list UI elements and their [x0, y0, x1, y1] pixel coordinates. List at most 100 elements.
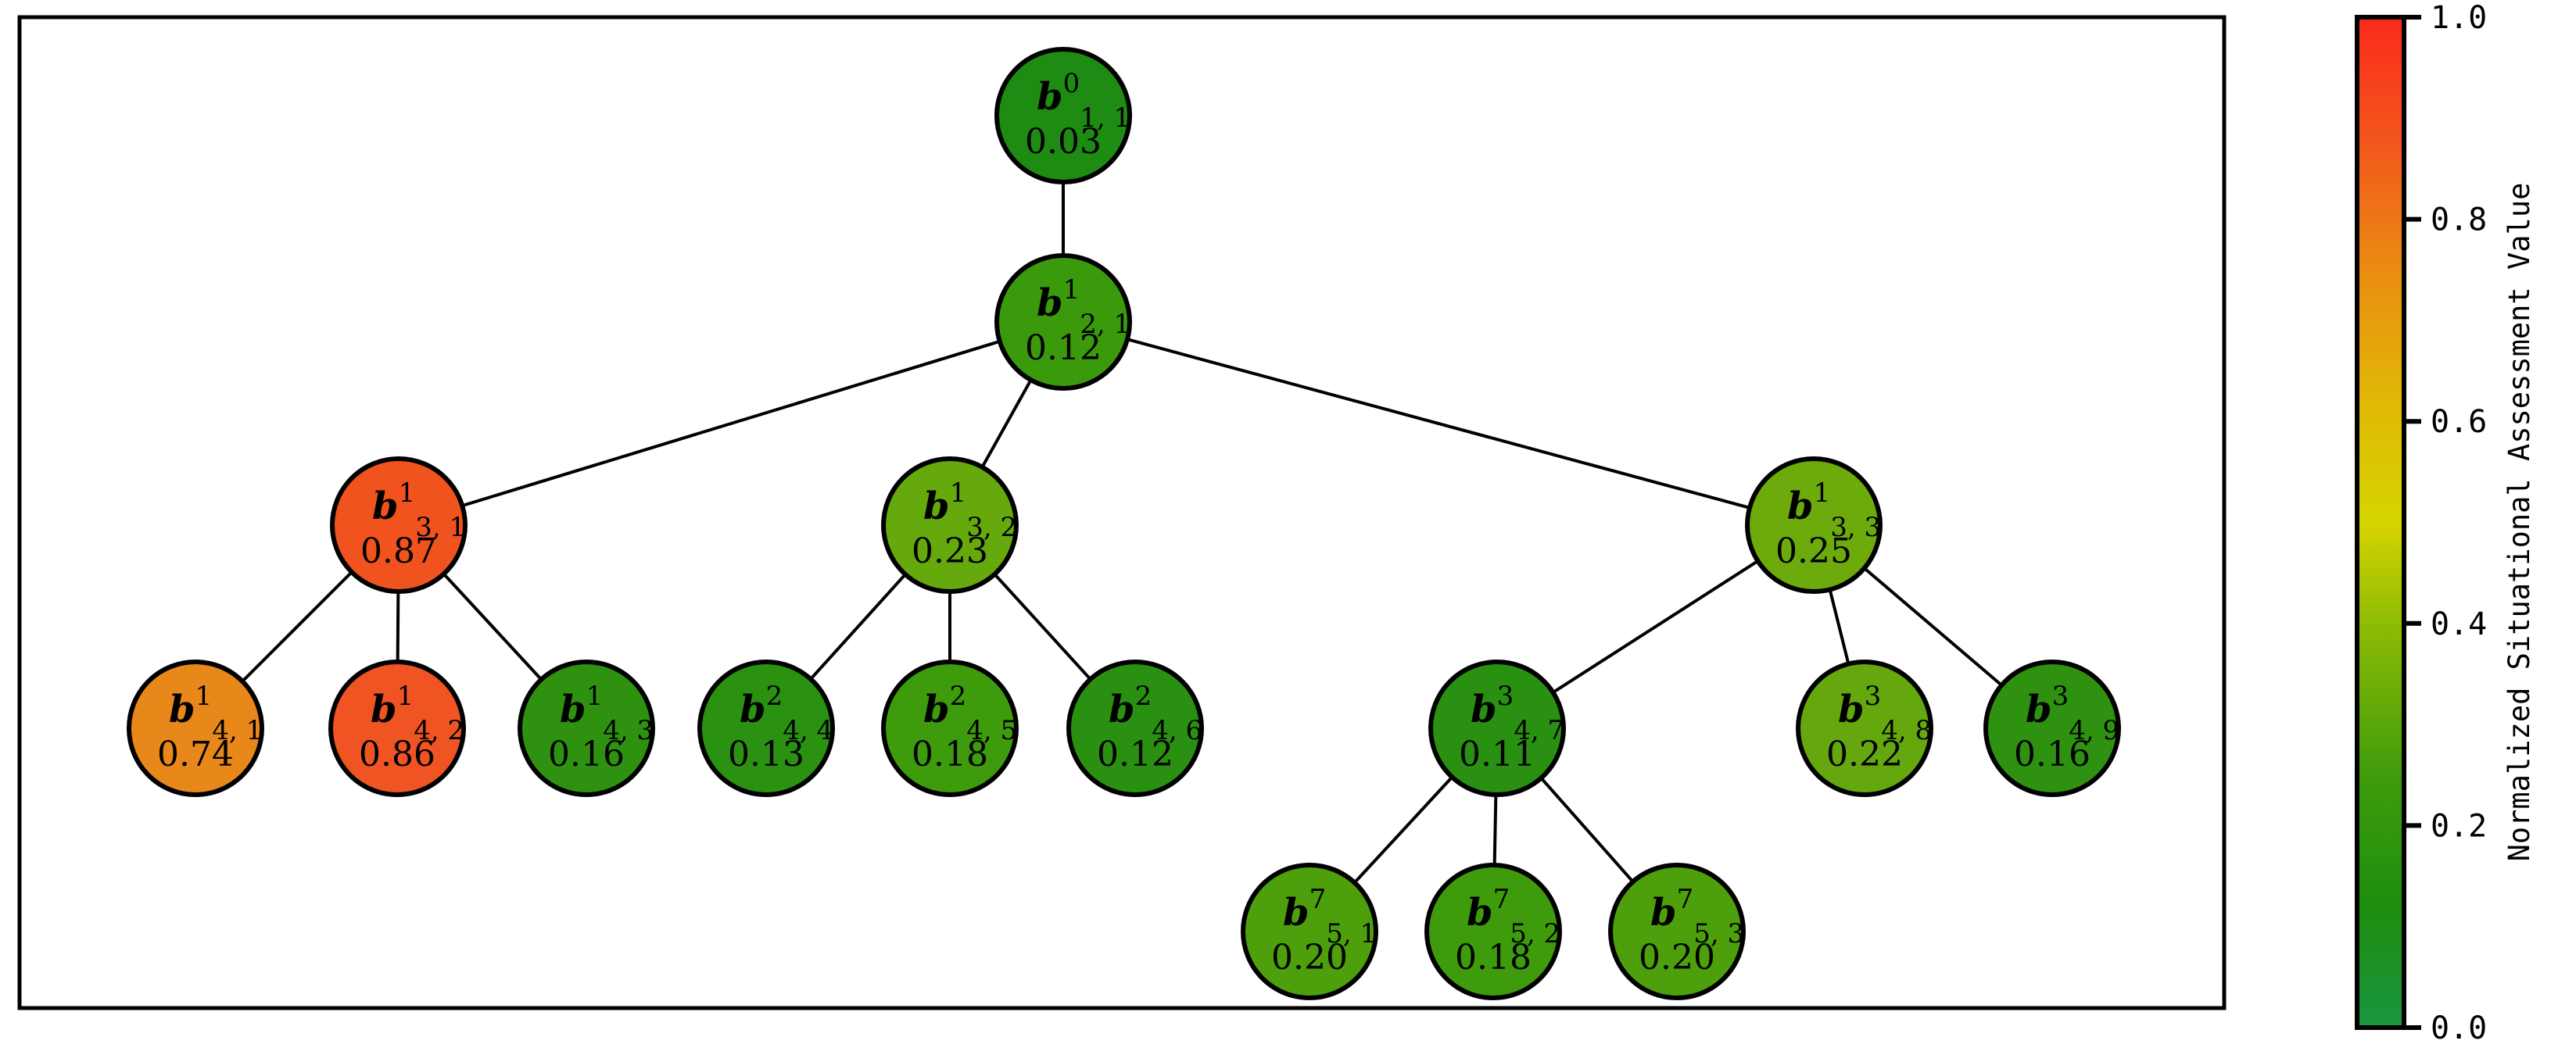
node-circle[interactable]	[994, 253, 1132, 391]
tree-node-b5_3[interactable]: b75, 30.20	[1608, 863, 1746, 1000]
node-circle[interactable]	[1983, 660, 2121, 797]
tree-node-b4_4[interactable]: b24, 40.13	[697, 660, 835, 797]
node-circle[interactable]	[1424, 863, 1562, 1000]
node-superscript: 1	[950, 477, 967, 509]
tree-node-b4_1[interactable]: b14, 10.74	[127, 660, 264, 797]
tree-edge	[442, 573, 543, 681]
node-superscript: 7	[1493, 884, 1510, 915]
node-value: 0.03	[1025, 122, 1102, 162]
tree-edge	[1539, 777, 1635, 883]
node-subscript: 4, 4	[783, 715, 833, 746]
node-superscript: 1	[1814, 477, 1831, 509]
colorbar-ticks: 0.00.20.40.60.81.0	[2404, 0, 2487, 1044]
node-superscript: 1	[397, 681, 414, 712]
node-circle[interactable]	[881, 456, 1019, 594]
node-circle[interactable]	[1608, 863, 1746, 1000]
colorbar-tick-label: 0.2	[2431, 808, 2487, 844]
colorbar-tick-label: 0.0	[2431, 1010, 2487, 1044]
tree-edge	[809, 573, 907, 681]
tree-edge	[241, 570, 353, 683]
node-subscript: 4, 3	[603, 715, 654, 746]
node-subscript: 3, 2	[966, 512, 1017, 543]
edge-layer	[241, 182, 2003, 884]
node-subscript: 4, 6	[1152, 715, 1202, 746]
tree-node-b3_1[interactable]: b13, 10.87	[330, 456, 468, 594]
node-value: 0.25	[1775, 531, 1852, 571]
node-value: 0.11	[1459, 735, 1535, 774]
node-value: 0.16	[2014, 735, 2091, 774]
node-circle[interactable]	[1745, 456, 1883, 594]
node-subscript: 4, 2	[414, 715, 464, 746]
node-subscript: 4, 9	[2069, 715, 2119, 746]
node-subscript: 3, 1	[415, 512, 466, 543]
tree-node-b3_2[interactable]: b13, 20.23	[881, 456, 1019, 594]
node-value: 0.23	[912, 531, 988, 571]
tree-edge	[1492, 794, 1498, 866]
tree-node-b4_2[interactable]: b14, 20.86	[328, 660, 466, 797]
tree-node-b4_6[interactable]: b24, 60.12	[1066, 660, 1204, 797]
node-superscript: 2	[1135, 681, 1152, 712]
tree-edge	[993, 573, 1092, 681]
tree-node-b4_8[interactable]: b34, 80.22	[1796, 660, 1933, 797]
node-value: 0.12	[1097, 735, 1173, 774]
node-superscript: 1	[586, 681, 604, 712]
node-subscript: 4, 1	[212, 715, 263, 746]
plot-frame	[17, 15, 2227, 1010]
node-subscript: 4, 8	[1881, 715, 1932, 746]
node-value: 0.87	[360, 531, 437, 571]
colorbar-tick-label: 0.4	[2431, 606, 2487, 642]
node-circle[interactable]	[127, 660, 264, 797]
tree-edge	[1863, 567, 2003, 687]
node-circle[interactable]	[1066, 660, 1204, 797]
node-subscript: 2, 1	[1080, 309, 1130, 340]
node-circle[interactable]	[994, 47, 1132, 184]
node-subscript: 3, 3	[1830, 512, 1881, 543]
node-superscript: 7	[1677, 884, 1694, 915]
tree-edge	[1828, 588, 1850, 665]
node-circle[interactable]	[1241, 863, 1378, 1000]
node-subscript: 1, 1	[1080, 102, 1130, 134]
node-circle[interactable]	[697, 660, 835, 797]
node-superscript: 7	[1309, 884, 1327, 915]
tree-node-b4_5[interactable]: b24, 50.18	[881, 660, 1019, 797]
node-circle[interactable]	[518, 660, 655, 797]
node-superscript: 0	[1063, 68, 1080, 99]
tree-node-b4_7[interactable]: b34, 70.11	[1428, 660, 1566, 797]
tree-edge	[1127, 338, 1750, 509]
colorbar-tick-label: 1.0	[2431, 0, 2487, 36]
node-value: 0.13	[728, 735, 804, 774]
tree-node-b1_1[interactable]: b01, 10.03	[994, 47, 1132, 184]
tree-node-b3_3[interactable]: b13, 30.25	[1745, 456, 1883, 594]
tree-node-b5_1[interactable]: b75, 10.20	[1241, 863, 1378, 1000]
tree-node-b4_9[interactable]: b34, 90.16	[1983, 660, 2121, 797]
node-circle[interactable]	[1428, 660, 1566, 797]
node-circle[interactable]	[330, 456, 468, 594]
node-superscript: 2	[950, 681, 967, 712]
node-value: 0.12	[1025, 328, 1102, 368]
tree-edge	[1552, 560, 1759, 694]
node-subscript: 5, 3	[1693, 918, 1744, 949]
node-value: 0.86	[359, 735, 435, 774]
tree-edge	[461, 339, 1001, 508]
node-superscript: 1	[399, 477, 416, 509]
colorbar-gradient	[2355, 15, 2406, 1030]
node-subscript: 5, 2	[1510, 918, 1560, 949]
node-circle[interactable]	[881, 660, 1019, 797]
node-circle[interactable]	[1796, 660, 1933, 797]
tree-node-b2_1[interactable]: b12, 10.12	[994, 253, 1132, 391]
node-value: 0.20	[1271, 938, 1348, 978]
tree-node-b5_2[interactable]: b75, 20.18	[1424, 863, 1562, 1000]
node-value: 0.74	[157, 735, 234, 774]
colorbar: 0.00.20.40.60.81.0 Normalized Situationa…	[2355, 0, 2536, 1044]
node-superscript: 2	[766, 681, 783, 712]
node-subscript: 5, 1	[1326, 918, 1377, 949]
node-subscript: 4, 7	[1514, 715, 1564, 746]
node-value: 0.16	[548, 735, 625, 774]
colorbar-tick-label: 0.6	[2431, 404, 2487, 440]
node-circle[interactable]	[328, 660, 466, 797]
tree-edge	[396, 591, 400, 663]
node-superscript: 1	[195, 681, 213, 712]
tree-node-b4_3[interactable]: b14, 30.16	[518, 660, 655, 797]
